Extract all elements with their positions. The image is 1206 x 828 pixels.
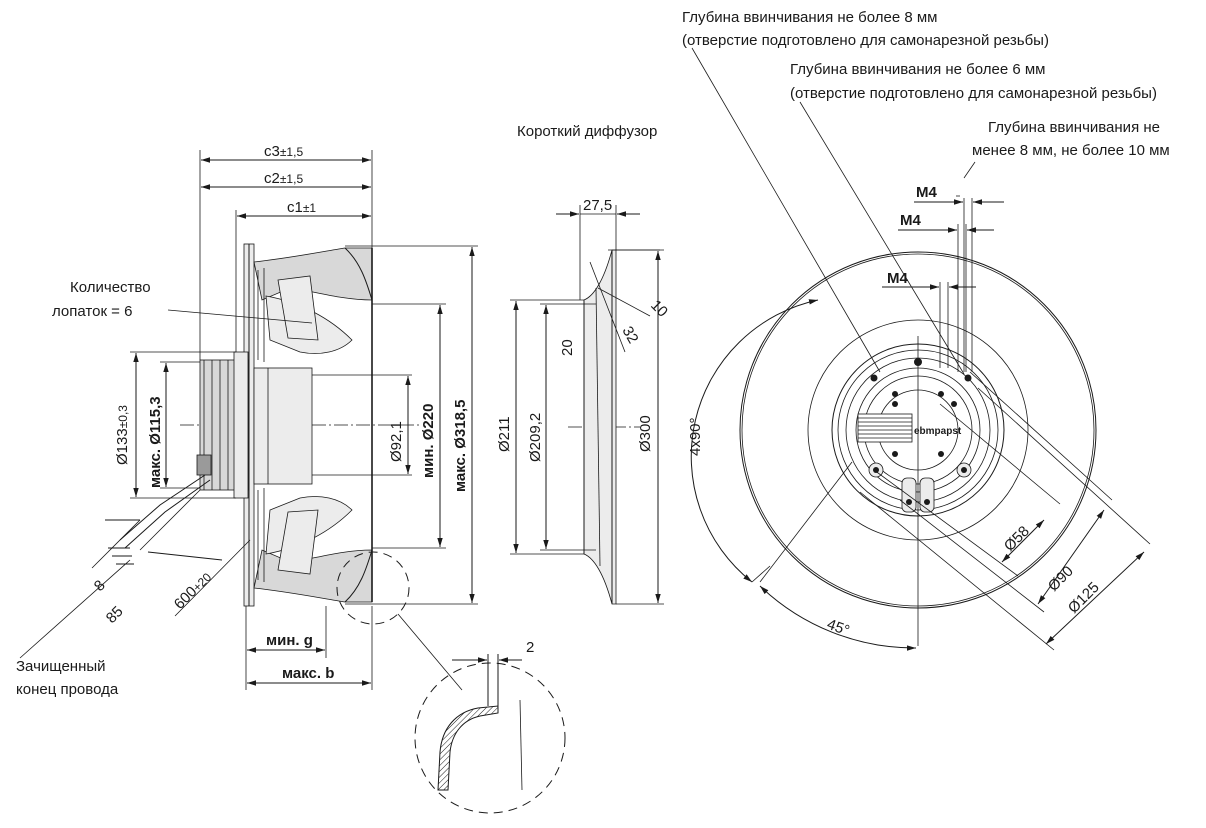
note-stripped-wire-line2: конец провода xyxy=(16,681,119,698)
dim-c1: c1 xyxy=(287,199,303,216)
dim-d125: Ø125 xyxy=(1065,579,1103,617)
svg-text:c1±1: c1±1 xyxy=(287,199,316,216)
note-blade-count-line2: лопаток = 6 xyxy=(52,303,132,320)
dim-45: 45° xyxy=(825,616,852,640)
detail-circle xyxy=(414,662,566,814)
logo-text: ebmpapst xyxy=(914,426,962,437)
note-blade-count-line1: Количество xyxy=(70,279,151,296)
note-depth-10: Глубина ввинчивания не менее 8 мм, не бо… xyxy=(972,119,1170,159)
svg-text:c3±1,5: c3±1,5 xyxy=(264,143,303,160)
dim-d211: Ø211 xyxy=(496,416,513,452)
cable-glands xyxy=(901,477,935,513)
dim-min-g: мин. g xyxy=(266,632,313,649)
detail-section xyxy=(437,705,499,791)
note-depth-8: Глубина ввинчивания не более 8 мм (отвер… xyxy=(682,9,1049,49)
dim-t2: 2 xyxy=(526,639,534,656)
note-depth-6-line1: Глубина ввинчивания не более 6 мм xyxy=(790,61,1046,78)
front-view: ebmpapst xyxy=(687,47,1151,651)
note-depth-6-line2: (отверстие подготовлено для самонарезной… xyxy=(790,85,1157,102)
dim-d58: Ø58 xyxy=(1001,523,1033,555)
dim-cable-85: 85 xyxy=(103,603,127,627)
note-depth-8-line1: Глубина ввинчивания не более 8 мм xyxy=(682,9,938,26)
dim-r20: 20 xyxy=(559,339,576,356)
detail-marker xyxy=(336,551,410,625)
dim-m4-b: M4 xyxy=(900,212,921,229)
dim-27-5: 27,5 xyxy=(583,197,612,214)
note-depth-8-line2: (отверстие подготовлено для самонарезной… xyxy=(682,32,1049,49)
dim-m4-a: M4 xyxy=(916,184,937,201)
dim-c1-tol: ±1 xyxy=(303,201,317,215)
note-depth-6: Глубина ввинчивания не более 6 мм (отвер… xyxy=(790,61,1157,102)
svg-text:600+20: 600+20 xyxy=(171,568,215,612)
dim-r10: 10 xyxy=(647,297,671,321)
note-depth-10-line1: Глубина ввинчивания не xyxy=(988,119,1160,136)
dim-d92: Ø92,1 xyxy=(388,421,405,462)
svg-text:Ø133±0,3: Ø133±0,3 xyxy=(114,405,131,465)
dim-c3: c3 xyxy=(264,143,280,160)
dim-c2: c2 xyxy=(264,170,280,187)
side-view: c3±1,5 c2±1,5 c1±1 Ø133±0,3 макс. Ø115,3… xyxy=(19,143,478,690)
dim-d220: мин. Ø220 xyxy=(420,404,437,478)
dim-d133: Ø133 xyxy=(114,428,131,465)
svg-text:c2±1,5: c2±1,5 xyxy=(264,170,303,187)
note-stripped-wire: Зачищенный конец провода xyxy=(16,658,119,698)
note-stripped-wire-line1: Зачищенный xyxy=(16,658,106,675)
dim-d133-tol: ±0,3 xyxy=(116,405,130,429)
impeller-lower xyxy=(253,549,373,603)
dim-d318: макс. Ø318,5 xyxy=(452,400,469,492)
dim-c2-tol: ±1,5 xyxy=(280,172,304,186)
note-blade-count: Количество лопаток = 6 xyxy=(52,279,151,320)
diffuser-view: 27,5 20 32 10 Ø211 Ø209,2 Ø300 xyxy=(496,197,671,605)
dim-d209: Ø209,2 xyxy=(527,413,544,462)
impeller-upper xyxy=(253,247,373,301)
dim-m4-c: M4 xyxy=(887,270,908,287)
dim-d115: макс. Ø115,3 xyxy=(147,396,164,488)
dim-r32: 32 xyxy=(619,324,642,347)
detail-view: 2 xyxy=(414,639,566,814)
note-depth-10-line2: менее 8 мм, не более 10 мм xyxy=(972,142,1170,159)
dim-c3-tol: ±1,5 xyxy=(280,145,304,159)
note-short-diffuser: Короткий диффузор xyxy=(517,123,657,140)
dim-d90: Ø90 xyxy=(1045,563,1077,595)
dim-4x90: 4x90° xyxy=(687,417,704,456)
dim-d300: Ø300 xyxy=(637,415,654,452)
dim-max-b: макс. b xyxy=(282,665,334,682)
heatsink: ebmpapst xyxy=(857,413,962,443)
